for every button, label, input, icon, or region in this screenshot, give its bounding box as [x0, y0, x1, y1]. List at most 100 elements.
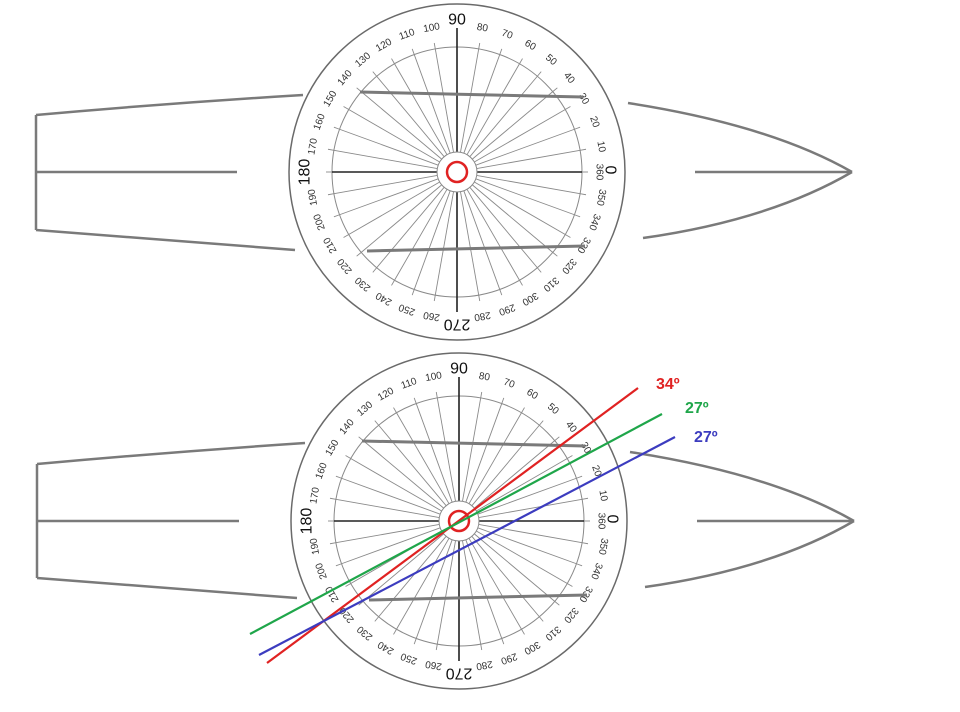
bottom-protractor-spoke: [341, 477, 441, 515]
bottom-protractor-tick: [554, 601, 560, 606]
top-lower-bar: [366, 244, 586, 253]
top-protractor-degree-label: 340: [586, 212, 602, 232]
top-protractor-spoke: [460, 191, 480, 296]
bottom-protractor-degree-label: 60: [524, 387, 540, 402]
top-protractor-tick: [433, 295, 436, 302]
bottom-protractor-tick: [413, 397, 417, 404]
bottom-protractor-spoke: [362, 440, 444, 509]
top-protractor-degree-label: 20: [587, 115, 601, 130]
bottom-protractor-spoke: [478, 498, 583, 518]
bottom-protractor-tick: [435, 391, 438, 398]
top-protractor-major-label-deg0: 0: [602, 166, 619, 175]
top-horizontal-bars: [359, 90, 586, 253]
bottom-protractor-spoke: [335, 524, 440, 544]
bottom-protractor-tick: [582, 497, 589, 500]
top-protractor-spoke: [360, 91, 442, 160]
bottom-protractor-spoke: [396, 538, 450, 630]
bottom-protractor-degree-label: 290: [499, 650, 519, 666]
top-protractor-spoke: [474, 181, 566, 235]
bottom-protractor-spoke: [362, 533, 444, 602]
bottom-protractor-tick: [582, 542, 589, 545]
bottom-right-hull: [629, 450, 855, 589]
bottom-protractor-tick: [393, 629, 397, 635]
top-protractor-tick: [411, 289, 415, 296]
top-protractor-degree-label: 290: [497, 301, 517, 317]
bottom-protractor-tick: [480, 644, 483, 651]
top-protractor-tick: [565, 234, 571, 238]
bottom-protractor-tick: [393, 407, 397, 413]
bottom-protractor-degree-label: 20: [589, 464, 603, 479]
top-protractor-spoke: [413, 54, 451, 154]
top-protractor-degree-label: 250: [397, 301, 417, 317]
bottom-protractor-tick: [335, 475, 342, 479]
bottom-protractor-degree-label: 170: [308, 486, 322, 505]
bottom-protractor-tick: [567, 455, 573, 459]
top-diagram: 1020304050607080100110120130140150160170…: [34, 3, 853, 341]
top-protractor-spoke: [472, 184, 554, 253]
top-protractor-tick: [519, 58, 523, 64]
top-protractor-spoke: [463, 190, 501, 290]
top-protractor-tick: [519, 280, 523, 286]
bottom-protractor-tick: [480, 391, 483, 398]
bottom-protractor-degree-label: 100: [424, 370, 443, 384]
bottom-protractor-spoke: [471, 536, 540, 618]
top-protractor-spoke: [466, 63, 520, 155]
bottom-protractor-spoke: [462, 397, 482, 502]
top-protractor-degree-label: 350: [594, 188, 608, 207]
bottom-protractor-spoke: [465, 539, 503, 639]
top-protractor-spoke: [339, 178, 439, 216]
top-upper-bar: [359, 90, 584, 99]
top-protractor-tick: [580, 148, 587, 151]
top-right-hull-lower: [642, 170, 853, 240]
top-protractor-degree-label: 10: [594, 140, 607, 153]
bottom-protractor-tick: [329, 542, 336, 545]
top-right-hull: [627, 101, 853, 240]
top-protractor-spoke: [394, 63, 448, 155]
angle-line-green: [249, 413, 663, 635]
bottom-protractor-degree-label: 70: [502, 377, 517, 391]
bottom-protractor-tick: [374, 616, 379, 622]
bottom-protractor-tick: [521, 629, 525, 635]
bottom-protractor-spoke: [477, 477, 577, 515]
bottom-protractor-spoke: [478, 524, 583, 544]
top-protractor-major-label-deg360: 360: [594, 164, 605, 181]
top-protractor-tick: [327, 193, 334, 196]
top-protractor-major-label-deg180: 180: [297, 159, 314, 186]
top-protractor-hub: [436, 151, 478, 193]
angle-line-blue: [258, 436, 676, 656]
bottom-protractor-tick: [335, 563, 342, 567]
top-protractor-tick: [372, 267, 377, 273]
top-right-hull-upper: [627, 101, 853, 174]
bottom-protractor-degree-label: 340: [588, 561, 604, 581]
top-left-hull: [34, 93, 304, 252]
top-protractor-spoke: [476, 175, 581, 195]
bottom-protractor-tick: [521, 407, 525, 413]
bottom-protractor-tick: [329, 497, 336, 500]
bottom-protractor-spoke: [471, 424, 540, 506]
angle-label-green: 27º: [685, 400, 709, 417]
bottom-protractor-spoke: [436, 540, 456, 645]
top-protractor-spoke: [469, 187, 538, 269]
bottom-protractor-degree-label: 350: [596, 537, 610, 556]
bottom-protractor-spoke: [468, 538, 522, 630]
bottom-protractor-tick: [413, 638, 417, 645]
top-protractor-tick: [537, 71, 542, 77]
top-protractor-major-label-deg270: 270: [444, 316, 471, 333]
bottom-protractor-spoke: [436, 397, 456, 502]
top-protractor-spoke: [333, 149, 438, 169]
top-protractor-spoke: [460, 48, 480, 153]
bottom-left-hull-upper: [36, 441, 306, 466]
bottom-protractor-spoke: [350, 458, 442, 512]
top-protractor-degree-label: 260: [422, 309, 441, 323]
bottom-protractor-spoke: [415, 403, 453, 503]
top-protractor-tick: [552, 87, 558, 92]
bottom-upper-bar: [361, 439, 586, 448]
top-protractor-center-marker: [445, 160, 469, 184]
bottom-protractor-spoke: [378, 424, 447, 506]
bottom-left-hull-lower: [36, 576, 298, 600]
bottom-protractor-spoke: [474, 440, 556, 509]
top-protractor-degree-label: 100: [422, 21, 441, 35]
bottom-protractor-tick: [501, 397, 505, 404]
top-protractor-tick: [574, 214, 581, 218]
